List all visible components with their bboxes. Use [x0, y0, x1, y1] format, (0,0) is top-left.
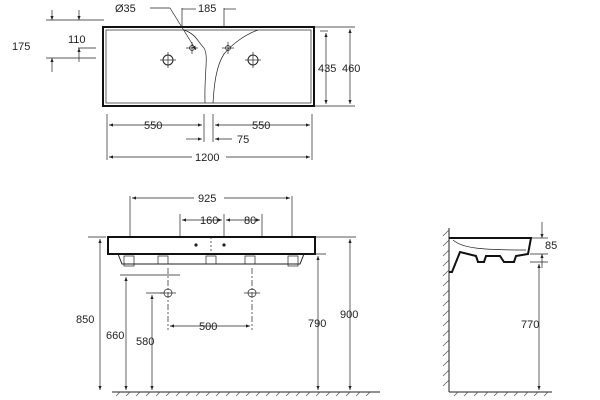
floor-hatch-front — [115, 391, 371, 397]
dim-height-900: 900 — [340, 309, 358, 321]
dim-hole-spacing: 185 — [198, 3, 216, 15]
basin-side-profile — [449, 237, 533, 273]
basin-top-outline — [102, 26, 315, 107]
dim-height-790: 790 — [308, 318, 326, 330]
wall-hatch — [442, 229, 450, 387]
tap-mark-right — [222, 243, 226, 247]
dim-depth-435: 435 — [318, 63, 336, 75]
waste-mark-right — [244, 288, 260, 298]
dim-total-width: 1200 — [195, 152, 219, 164]
top-view: Ø35 185 175 110 435 460 550 550 — [12, 3, 360, 164]
tap-hole-right — [245, 52, 261, 68]
dim-depth-460: 460 — [342, 63, 360, 75]
dim-drain-500: 500 — [199, 321, 217, 333]
bracket-right — [287, 255, 299, 267]
drain-center — [205, 255, 217, 265]
dim-tap-80: 80 — [244, 215, 256, 227]
overflow-right — [222, 42, 234, 54]
basin-front-bowl — [117, 253, 305, 265]
dim-depth-175: 175 — [12, 41, 30, 53]
dim-height-850: 850 — [76, 314, 94, 326]
floor-hatch-side — [453, 391, 549, 397]
dim-height-770: 770 — [521, 319, 539, 331]
dim-height-580: 580 — [136, 336, 154, 348]
basin-right-bowl-edge — [212, 29, 259, 104]
drain-left — [157, 255, 169, 265]
basin-front-top — [107, 236, 316, 255]
bracket-left — [123, 255, 135, 267]
front-view: 925 160 80 500 850 660 580 — [76, 190, 380, 397]
dim-height-660: 660 — [106, 330, 124, 342]
dim-hole-diameter: Ø35 — [115, 3, 136, 15]
drain-right — [244, 255, 256, 265]
side-view: 85 770 — [442, 222, 557, 397]
dim-bowl-right: 550 — [252, 120, 270, 132]
dim-bowl-left: 550 — [144, 120, 162, 132]
basin-top-inner — [105, 29, 312, 104]
tap-hole-left — [160, 52, 176, 68]
dim-tap-160: 160 — [200, 215, 218, 227]
dim-gap-75: 75 — [237, 134, 249, 146]
dim-bowl-85: 85 — [545, 240, 557, 252]
dim-depth-110: 110 — [68, 34, 86, 46]
tap-mark-left — [194, 243, 198, 247]
dim-top-925: 925 — [198, 193, 216, 205]
basin-left-bowl-edge — [183, 29, 207, 104]
